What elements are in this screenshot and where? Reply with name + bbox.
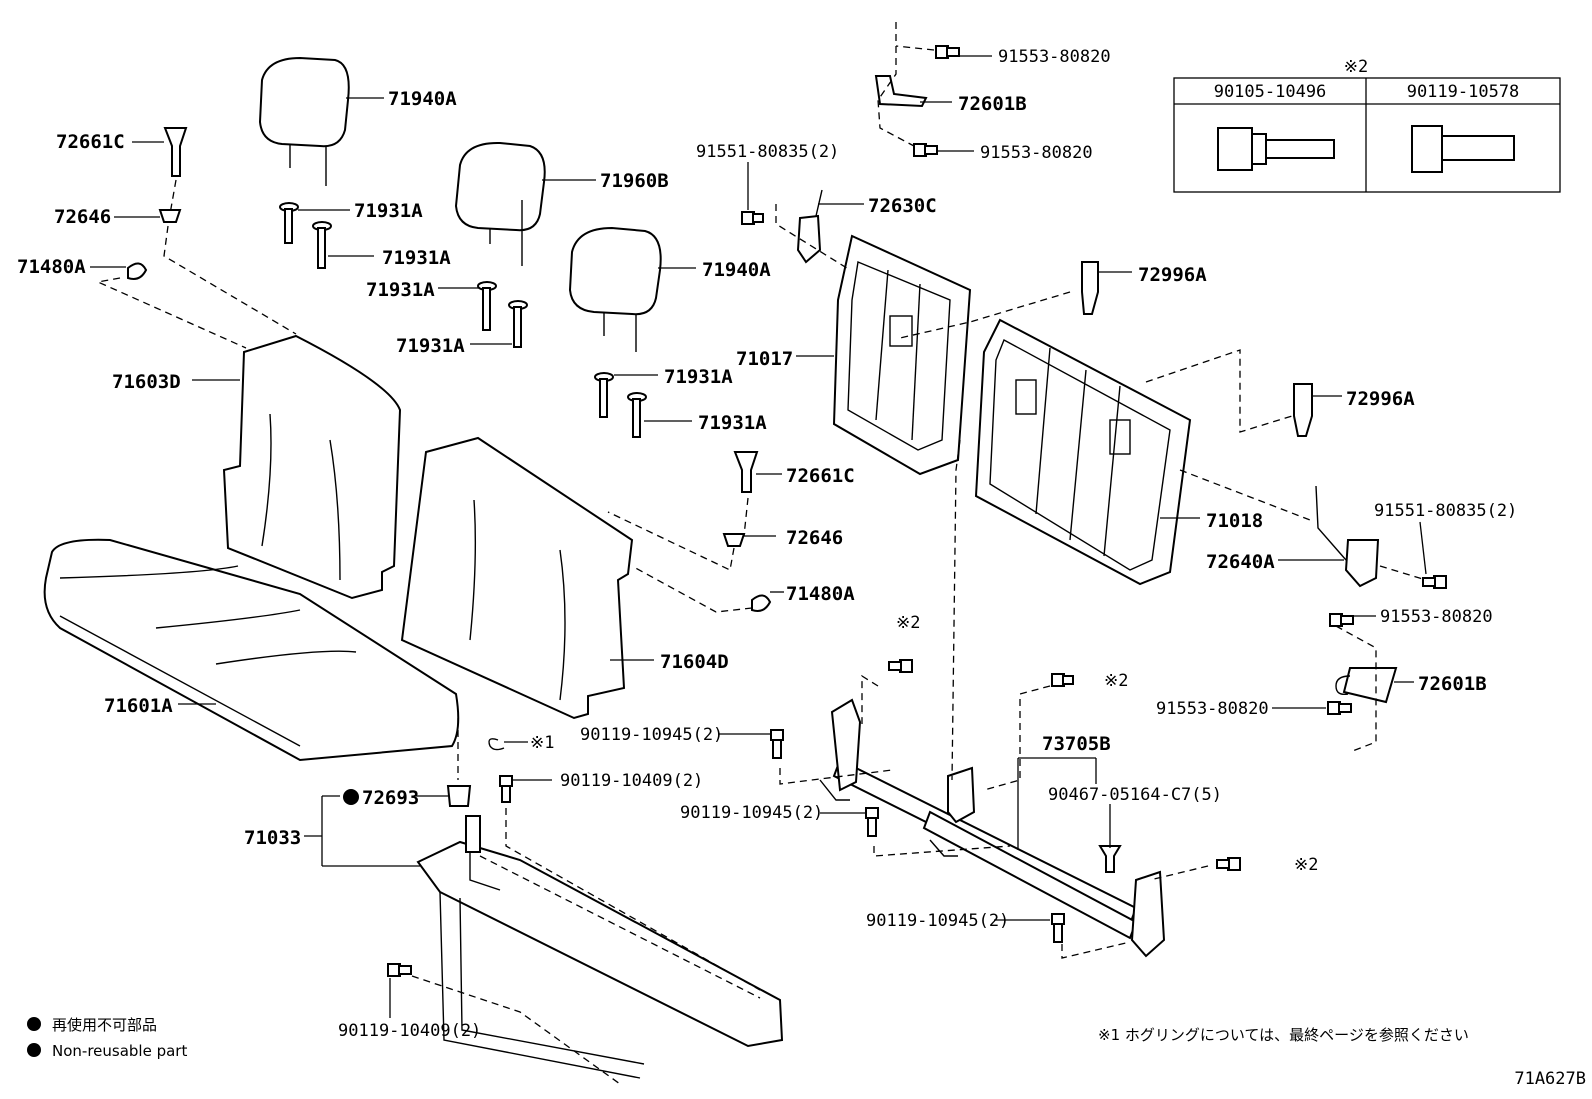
callout-table-col-2: 90119-10578 <box>1407 82 1520 102</box>
callout-table-mark: ※2 <box>1344 57 1368 77</box>
clip-72646-right <box>722 533 746 547</box>
bolt-90119-10578-illustration <box>1411 125 1515 173</box>
headrest-support-group <box>279 202 647 438</box>
label-72996A-a: 72996A <box>1138 264 1207 286</box>
label-72630C: 72630C <box>868 195 937 217</box>
label-91553-80820-b: 91553-80820 <box>980 143 1093 163</box>
hog-ring <box>488 738 505 751</box>
label-71940A-left: 71940A <box>388 88 457 110</box>
lock-72996A-b <box>1293 383 1313 437</box>
label-72693: 72693 <box>362 787 419 809</box>
label-note2-a: ※2 <box>896 613 920 633</box>
label-note2-b: ※2 <box>1104 671 1128 691</box>
seatback-frame-71017 <box>832 234 972 476</box>
label-71931A-4: 71931A <box>396 335 465 357</box>
clip-72646-left <box>158 209 182 223</box>
label-note2-c: ※2 <box>1294 855 1318 875</box>
label-71604D: 71604D <box>660 651 729 673</box>
label-71033: 71033 <box>244 827 301 849</box>
label-90467-05164-C7: 90467-05164-C7(5) <box>1048 785 1222 805</box>
label-72646-right: 72646 <box>786 527 843 549</box>
knob-72661C-right <box>733 451 759 493</box>
label-72996A-b: 72996A <box>1346 388 1415 410</box>
legend-en: Non-reusable part <box>52 1042 187 1060</box>
bolt-90105-10496-illustration <box>1217 127 1335 171</box>
legend-bullet-jp <box>27 1017 41 1031</box>
label-73705B: 73705B <box>1042 733 1111 755</box>
callout-table: ※2 90105-10496 90119-10578 <box>1173 57 1561 193</box>
label-72601B-top: 72601B <box>958 93 1027 115</box>
label-71931A-2: 71931A <box>382 247 451 269</box>
footnote: ※1 ホグリングについては、最終ページを参照ください <box>1098 1026 1469 1044</box>
label-71931A-6: 71931A <box>698 412 767 434</box>
label-72661C-right: 72661C <box>786 465 855 487</box>
part-labels: 72661C 72646 71480A 71940A 71931A 71931A… <box>17 47 1517 1041</box>
label-71960B: 71960B <box>600 170 669 192</box>
non-reusable-marker-72693 <box>343 789 359 805</box>
striker-72601B-right <box>1335 667 1398 704</box>
label-91551-80835-b: 91551-80835(2) <box>1374 501 1517 521</box>
rail-assembly-73705B <box>819 698 1166 958</box>
headrest-71960B <box>454 141 546 266</box>
legend: 再使用不可部品 Non-reusable part <box>27 1016 187 1060</box>
striker-72601B-top <box>874 75 928 108</box>
label-71601A: 71601A <box>104 695 173 717</box>
headrest-71940A-left <box>258 56 350 186</box>
label-90119-10945-b: 90119-10945(2) <box>680 803 823 823</box>
label-71931A-1: 71931A <box>354 200 423 222</box>
hinge-72630C <box>796 189 823 264</box>
label-71480A-left: 71480A <box>17 256 86 278</box>
label-72601B-right: 72601B <box>1418 673 1487 695</box>
label-91553-80820-a: 91553-80820 <box>998 47 1111 67</box>
label-71931A-5: 71931A <box>664 366 733 388</box>
label-71603D: 71603D <box>112 371 181 393</box>
knob-72661C-left <box>163 127 188 177</box>
label-91553-80820-d: 91553-80820 <box>1156 699 1269 719</box>
lock-72996A-a <box>1081 261 1099 315</box>
seatback-71604D <box>400 436 634 720</box>
label-71931A-3: 71931A <box>366 279 435 301</box>
guide-lines <box>95 22 1427 1085</box>
label-71940A-right: 71940A <box>702 259 771 281</box>
seatback-frame-71018 <box>974 318 1192 586</box>
label-71480A-right: 71480A <box>786 583 855 605</box>
label-90119-10409-b: 90119-10409(2) <box>338 1021 481 1041</box>
label-71017: 71017 <box>736 348 793 370</box>
headrest-71940A-right <box>568 226 662 352</box>
legend-bullet-en <box>27 1043 41 1057</box>
leader-lines <box>90 55 1427 1018</box>
label-90119-10409-a: 90119-10409(2) <box>560 771 703 791</box>
legend-jp: 再使用不可部品 <box>52 1016 157 1034</box>
grommet-71480A-left <box>127 262 148 280</box>
seat-cushion-71601A <box>43 538 460 762</box>
label-note1: ※1 <box>530 733 554 753</box>
label-72646-left: 72646 <box>54 206 111 228</box>
label-91553-80820-c: 91553-80820 <box>1380 607 1493 627</box>
label-72640A: 72640A <box>1206 551 1275 573</box>
seat-frame-71033 <box>416 785 784 1079</box>
hinge-72640A <box>1315 485 1380 588</box>
diagram-id: 71A627B <box>1514 1069 1586 1089</box>
label-71018: 71018 <box>1206 510 1263 532</box>
label-91551-80835-a: 91551-80835(2) <box>696 142 839 162</box>
seatback-71603D <box>222 334 402 600</box>
grommet-71480A-right <box>751 594 772 612</box>
label-90119-10945-a: 90119-10945(2) <box>580 725 723 745</box>
callout-table-col-1: 90105-10496 <box>1214 82 1327 102</box>
bolt-group <box>387 45 1447 977</box>
label-72661C-left: 72661C <box>56 131 125 153</box>
label-90119-10945-c: 90119-10945(2) <box>866 911 1009 931</box>
